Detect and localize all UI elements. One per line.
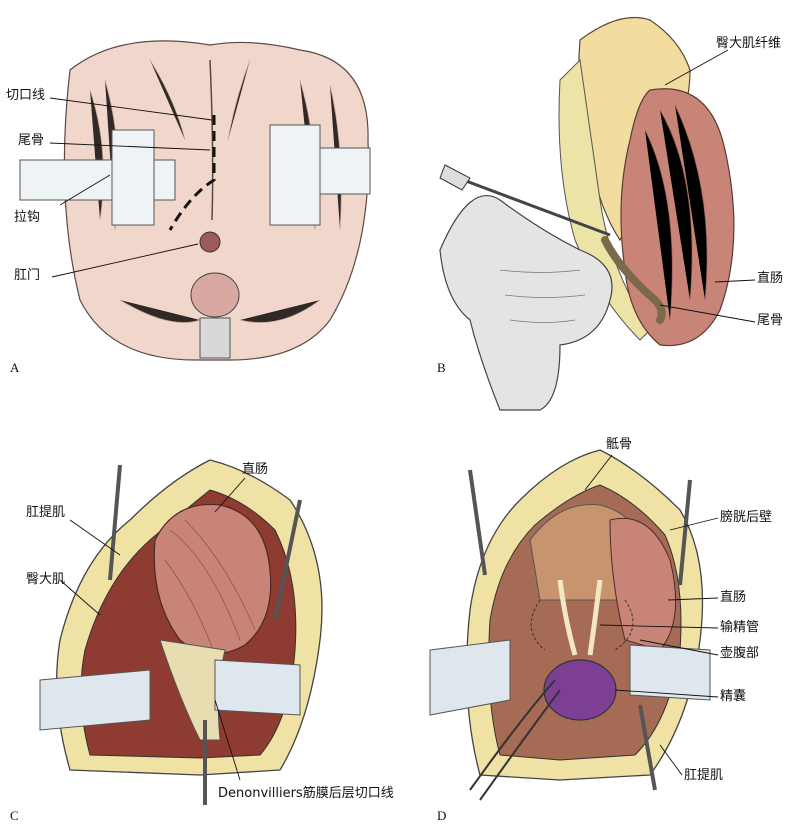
label-bladder-wall: 膀胱后壁 xyxy=(720,510,773,525)
hand xyxy=(439,195,613,411)
retractor-d-left xyxy=(429,639,511,716)
panel-letter-b: B xyxy=(437,360,446,375)
scrotum xyxy=(190,272,240,318)
label-ampulla: 壶腹部 xyxy=(720,646,760,661)
retractor-c-right xyxy=(214,659,301,716)
coccyx-b xyxy=(601,236,666,324)
instrument-b xyxy=(449,173,611,237)
retractor-c-left xyxy=(39,669,151,731)
label-retractor: 拉钩 xyxy=(14,210,41,225)
label-rectum-b: 直肠 xyxy=(757,271,784,286)
panel-letter-d: D xyxy=(437,808,447,823)
label-gluteus-maximus: 臀大肌 xyxy=(26,572,66,587)
seminal-vesicle xyxy=(543,659,617,721)
label-seminal-vesicle: 精囊 xyxy=(720,689,747,704)
natal-cleft xyxy=(209,59,214,221)
buttocks-skin xyxy=(63,40,369,361)
label-anus: 肛门 xyxy=(14,268,41,283)
label-coccyx-a: 尾骨 xyxy=(18,133,45,148)
label-levator-ani-d: 肛提肌 xyxy=(684,768,724,783)
vas-deferens xyxy=(557,579,603,656)
label-sacrum: 骶骨 xyxy=(606,437,633,452)
label-gluteus-fibers: 臀大肌纤维 xyxy=(716,36,782,51)
label-coccyx-b: 尾骨 xyxy=(757,313,784,328)
label-rectum-d: 直肠 xyxy=(720,590,747,605)
panel-a-drawing xyxy=(19,40,371,361)
label-rectum-c: 直肠 xyxy=(242,462,269,477)
panel-d-drawing xyxy=(429,449,719,801)
anus xyxy=(199,231,221,253)
panel-c-drawing xyxy=(39,459,323,805)
label-vas-deferens: 输精管 xyxy=(720,620,760,635)
incision-line xyxy=(168,115,216,231)
rectum-d xyxy=(609,517,677,651)
label-incision-line: 切口线 xyxy=(6,88,46,103)
panel-b-drawing xyxy=(439,16,756,411)
panel-letter-c: C xyxy=(10,808,19,823)
label-levator-ani-c: 肛提肌 xyxy=(26,505,66,520)
label-denonvilliers: Denonvilliers筋膜后层切口线 xyxy=(218,786,394,801)
panel-letter-a: A xyxy=(10,360,20,375)
